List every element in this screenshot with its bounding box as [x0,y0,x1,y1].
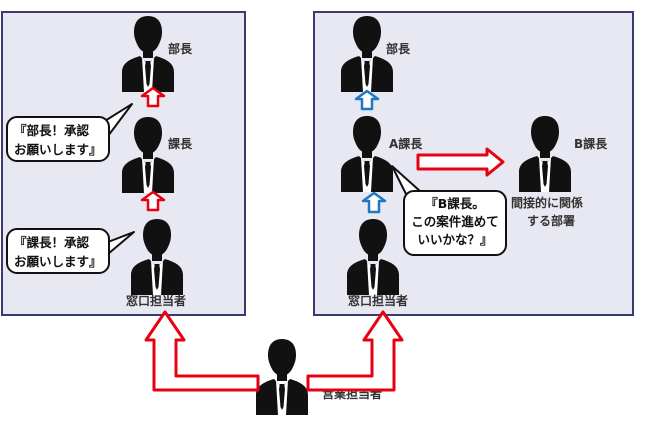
up-arrow-red-icon [140,86,166,108]
indirect-dept-line-2: する部署 [527,214,576,228]
right-b-chief-label: B課長 [574,137,608,151]
left-chief-label: 課長 [168,137,193,151]
right-arrow-red-icon [416,147,505,177]
left-manager-label: 部長 [168,42,193,56]
left-staff-label: 窓口担当者 [126,294,187,308]
bubble-to-chief-line-2: お願いします』 [14,254,102,270]
bubble-to-manager-line-1: 『部長！承認 [14,123,90,138]
up-arrow-red-icon [140,190,166,212]
u-turn-arrow-red-icon [144,310,260,392]
bubble-to-manager: 『部長！承認 お願いします』 [6,116,110,162]
bubble-to-b-chief-line-3: いいかな？』 [417,232,493,248]
bubble-to-b-chief-line-1: 『B課長。 [425,196,485,211]
bubble-to-chief: 『課長！承認 お願いします』 [6,228,110,274]
up-arrow-blue-icon [354,89,380,111]
bubble-to-b-chief: 『B課長。 この案件進めて いいかな？』 [403,190,507,256]
right-staff-label: 窓口担当者 [348,294,409,308]
bubble-to-manager-line-2: お願いします』 [14,142,102,158]
right-a-chief-label: A課長 [389,137,423,151]
bubble-to-b-chief-line-2: この案件進めて [411,214,499,230]
u-turn-arrow-red-icon [306,310,404,392]
right-manager-label: 部長 [386,42,411,56]
bubble-tail [107,231,135,255]
indirect-dept-line-1: 間接的に関係 [511,196,584,210]
up-arrow-blue-icon [361,191,387,214]
bubble-to-chief-line-1: 『課長！承認 [14,235,90,250]
bubble-tail [391,165,422,197]
